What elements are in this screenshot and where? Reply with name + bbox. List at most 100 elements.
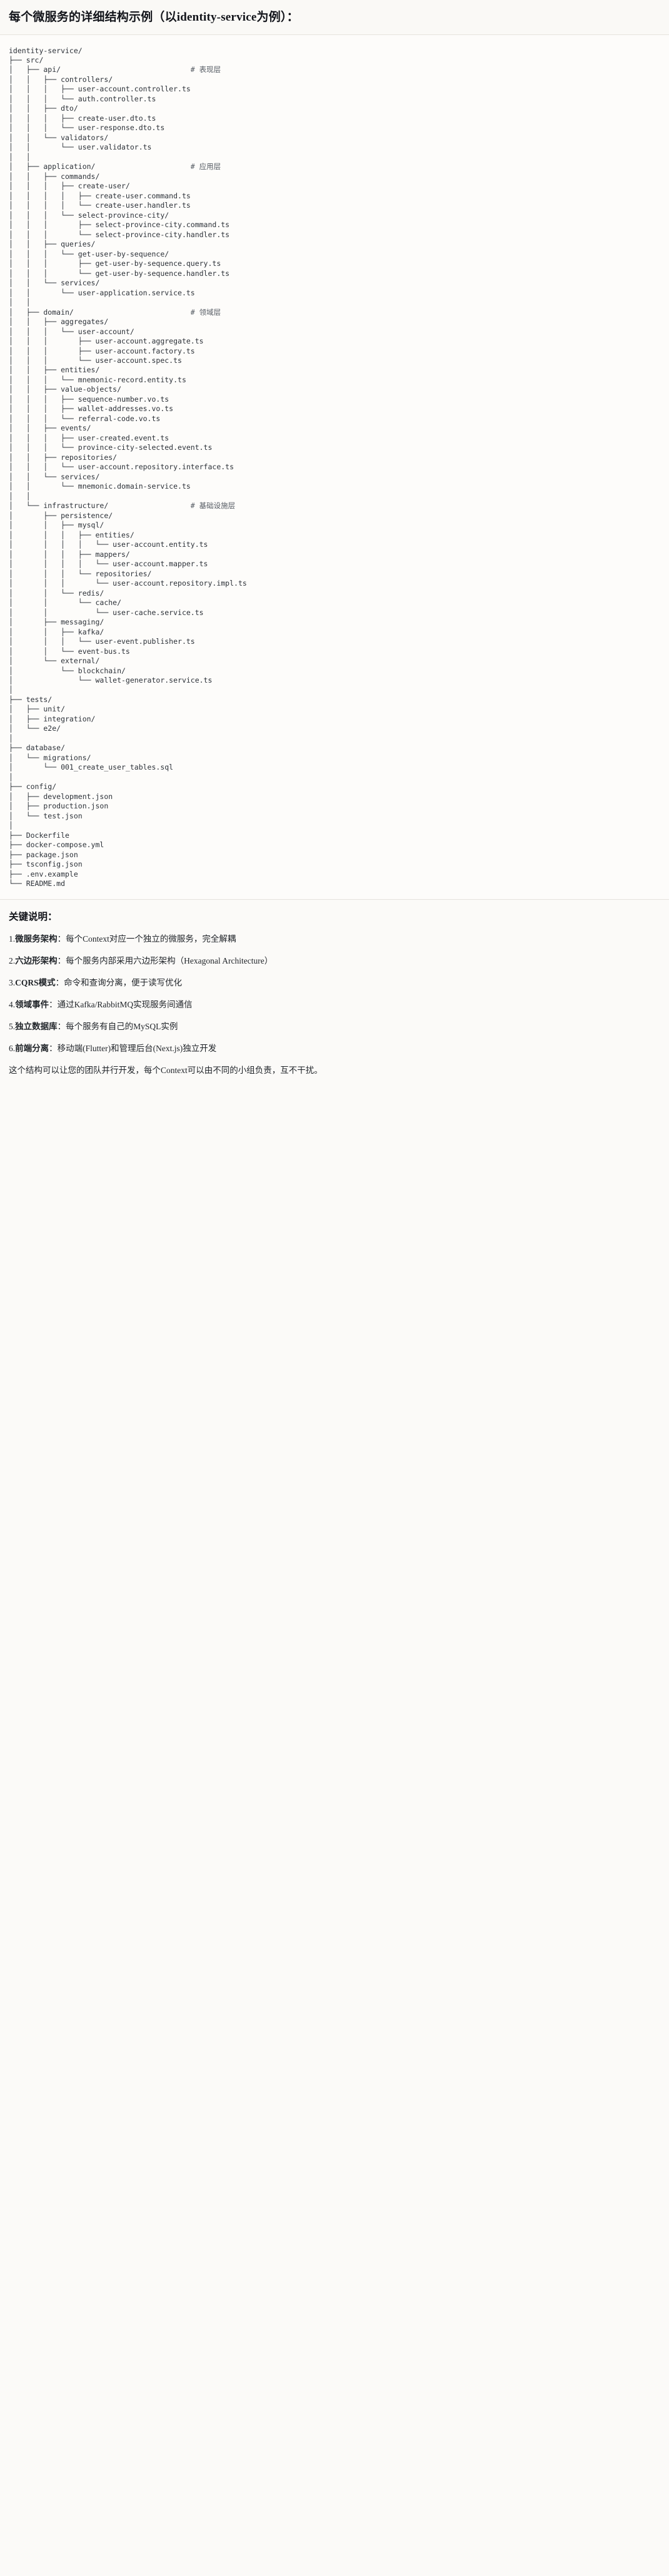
tree-line: │ │: [9, 491, 31, 501]
tree-line: │ │ │ └── user-event.publisher.ts: [9, 637, 195, 646]
directory-tree: identity-service/ ├── src/ │ ├── api/ # …: [9, 46, 660, 889]
key-note-number: 4.: [9, 999, 16, 1009]
key-note-term: 独立数据库: [15, 1021, 58, 1031]
key-note-number: 6.: [9, 1043, 16, 1053]
tree-line: identity-service/: [9, 46, 83, 55]
tree-line: │ │ │ ├── get-user-by-sequence.query.ts: [9, 259, 221, 268]
tree-line: │ │ │ │ └── user-account.entity.ts: [9, 540, 208, 549]
tree-line: │ │ │ └── repositories/: [9, 569, 152, 578]
directory-tree-block: identity-service/ ├── src/ │ ├── api/ # …: [0, 34, 669, 900]
tree-line-comment: # 领域层: [190, 307, 221, 317]
tree-line: │ └── wallet-generator.service.ts: [9, 675, 213, 685]
tree-line: │ ├── messaging/: [9, 618, 104, 627]
tree-line: │ │ └── user.validator.ts: [9, 143, 152, 152]
tree-line: │ │ │ ├── user-created.event.ts: [9, 433, 169, 442]
key-note-description: ：命令和查询分离，便于读写优化: [55, 977, 183, 987]
key-note-number: 3.: [9, 977, 16, 987]
tree-line: │ │ ├── value-objects/: [9, 385, 122, 394]
tree-line: │ │ │ ├── wallet-addresses.vo.ts: [9, 404, 174, 414]
tree-line: ├── tsconfig.json: [9, 860, 83, 869]
tree-line: │ ├── integration/: [9, 714, 96, 723]
tree-line: │ │ │ ├── user-account.factory.ts: [9, 346, 195, 355]
tree-line: │ │: [9, 298, 31, 307]
key-note-item: 6.前端分离：移动端(Flutter)和管理后台(Next.js)独立开发: [9, 1042, 660, 1056]
key-note-number: 1.: [9, 934, 16, 944]
tree-line: ├── .env.example: [9, 869, 78, 878]
key-note-number: 2.: [9, 955, 16, 965]
tree-line: │ │ │ ├── create-user/: [9, 181, 130, 191]
tree-line: │ │ │ └── user-account.repository.interf…: [9, 462, 234, 472]
tree-line: │ │ │ ├── create-user.dto.ts: [9, 113, 156, 123]
key-note-item: 3.CQRS模式：命令和查询分离，便于读写优化: [9, 977, 660, 990]
tree-line: │ ├── production.json: [9, 802, 109, 811]
tree-line: │ ├── development.json: [9, 792, 113, 801]
tree-line: ├── database/: [9, 743, 66, 753]
key-note-item: 4.领域事件：通过Kafka/RabbitMQ实现服务间通信: [9, 999, 660, 1012]
tree-line: │ └── test.json: [9, 811, 83, 820]
tree-line: │ │ ├── mysql/: [9, 521, 104, 530]
tree-line: │ │ │ └── user-account/: [9, 327, 134, 336]
tree-line: │ └── blockchain/: [9, 666, 126, 675]
tree-line: │ ├── unit/: [9, 705, 66, 714]
tree-line: │ │ ├── controllers/: [9, 74, 113, 84]
key-note-description: ：通过Kafka/RabbitMQ实现服务间通信: [49, 999, 193, 1009]
tree-line: ├── docker-compose.yml: [9, 840, 104, 850]
tree-line: │: [9, 821, 13, 830]
tree-line: │ │ ├── events/: [9, 424, 91, 433]
tree-line: │ │ ├── queries/: [9, 240, 96, 249]
tree-line: │ │ │ └── select-province-city/: [9, 210, 169, 220]
tree-line: │ │ │ └── auth.controller.ts: [9, 94, 156, 103]
tree-line: ├── tests/: [9, 695, 53, 704]
tree-line: └── README.md: [9, 879, 66, 888]
tree-line: │ │ ├── dto/: [9, 104, 78, 113]
tree-line: │ │ │ └── referral-code.vo.ts: [9, 414, 161, 423]
key-note-term: 领域事件: [15, 999, 49, 1009]
key-notes-list: 1.微服务架构：每个Context对应一个独立的微服务，完全解耦 2.六边形架构 ：…: [9, 933, 660, 1056]
tree-line: │ │ └── event-bus.ts: [9, 646, 130, 656]
tree-line: ├── package.json: [9, 850, 78, 859]
tree-line: │ │ └── redis/: [9, 588, 104, 598]
tree-line: │: [9, 685, 13, 695]
key-note-term: CQRS模式: [15, 977, 56, 987]
tree-line: │ │ │ ├── mappers/: [9, 549, 130, 559]
tree-line: │: [9, 733, 13, 743]
tree-line: ├── config/: [9, 782, 57, 792]
tree-line: │ │ │ ├── select-province-city.command.t…: [9, 220, 230, 230]
tree-line: │ │ │ ├── sequence-number.vo.ts: [9, 394, 169, 404]
closing-paragraph: 这个结构可以让您的团队并行开发，每个Context可以由不同的小组负责，互不干扰…: [9, 1066, 323, 1076]
key-note-term: 六边形架构: [15, 955, 58, 965]
tree-line: │ │ ├── repositories/: [9, 452, 118, 462]
tree-line: │ │ │ ├── entities/: [9, 530, 134, 539]
tree-line: │ │ │ │ ├── create-user.command.ts: [9, 191, 191, 200]
tree-line: │ │ ├── aggregates/: [9, 317, 109, 327]
tree-line: ├── Dockerfile: [9, 830, 69, 840]
key-note-description: ：每个Context对应一个独立的微服务，完全解耦: [57, 934, 236, 944]
tree-line: │ ├── persistence/: [9, 511, 113, 520]
tree-line: │: [9, 772, 13, 781]
tree-line: │ │ │ │ └── user-account.mapper.ts: [9, 559, 208, 569]
tree-line: │ └── e2e/: [9, 724, 61, 733]
tree-line: │ │ ├── entities/: [9, 365, 100, 375]
tree-line: │ │ │ └── select-province-city.handler.t…: [9, 230, 230, 239]
document-page: 每个微服务的详细结构示例（以identity-service为例）： ident…: [0, 0, 669, 1089]
tree-line: │ │ │ └── get-user-by-sequence.handler.t…: [9, 268, 230, 278]
key-note-term: 微服务架构: [15, 934, 58, 944]
tree-line-comment: # 应用层: [190, 162, 221, 171]
tree-line: │ │ └── user-application.service.ts: [9, 288, 195, 297]
key-notes-title: 关键说明：: [9, 911, 58, 922]
tree-line: │ └── 001_create_user_tables.sql: [9, 763, 174, 772]
tree-line: │ │ └── cache/: [9, 598, 122, 608]
tree-line: │ │ │ └── user-response.dto.ts: [9, 123, 165, 133]
tree-line-comment: # 表现层: [190, 65, 221, 74]
tree-line: │ └── migrations/: [9, 753, 91, 762]
tree-line: │ │ │ └── get-user-by-sequence/: [9, 249, 169, 258]
tree-line: │ │ │ └── user-account.spec.ts: [9, 356, 182, 365]
tree-line: │ │ └── mnemonic.domain-service.ts: [9, 482, 191, 491]
tree-line: │ ├── application/ # 应用层: [9, 162, 221, 171]
key-notes-section: 关键说明： 1.微服务架构：每个Context对应一个独立的微服务，完全解耦 2.…: [0, 899, 669, 1089]
key-note-item: 5.独立数据库：每个服务有自己的MySQL实例: [9, 1021, 660, 1034]
tree-line: │ │ │ ├── user-account.controller.ts: [9, 84, 191, 94]
tree-line: │ ├── api/ # 表现层: [9, 65, 221, 74]
tree-line: │ │ │ │ └── create-user.handler.ts: [9, 201, 191, 210]
tree-line: │ │ ├── kafka/: [9, 627, 104, 636]
